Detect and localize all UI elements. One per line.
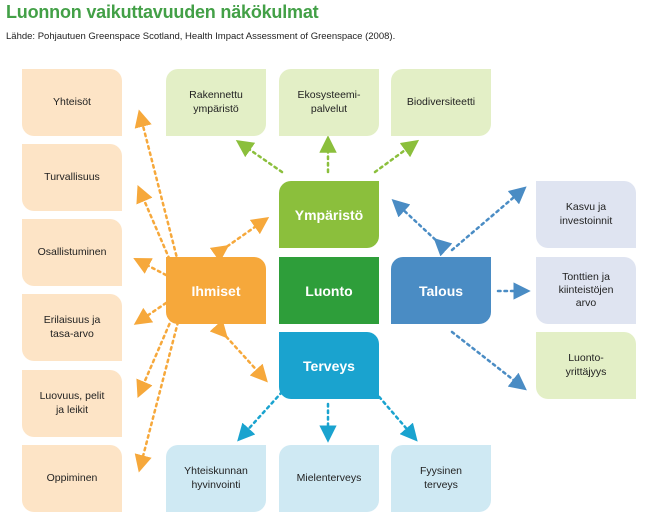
node-oppiminen: Oppiminen: [22, 445, 122, 512]
diagram-title: Luonnon vaikuttavuuden näkökulmat: [6, 2, 319, 22]
node-luontoyrittajyys: Luonto- yrittäjyys: [536, 332, 636, 399]
arrow-terveys-fyysinen: [373, 390, 418, 442]
node-osallistuminen: Osallistuminen: [22, 219, 122, 286]
arrow-ihmiset-osallistuminen: [133, 257, 168, 277]
arrow-ihmiset-erilaisuus: [133, 301, 168, 325]
arrow-terveys-yhteiskunnan: [237, 390, 284, 442]
node-turvallisuus: Turvallisuus: [22, 144, 122, 211]
arrow-ihmiset-turvallisuus: [136, 184, 174, 267]
arrow-talous-ymparisto: [391, 199, 453, 257]
node-tonttien-arvo: Tonttien ja kiinteistöjen arvo: [536, 257, 636, 324]
source-note: Lähde: Pohjautuen Greenspace Scotland, H…: [6, 31, 396, 42]
node-kasvu-investoinnit: Kasvu ja investoinnit: [536, 181, 636, 248]
arrow-ymparisto-rakennettu: [235, 140, 284, 174]
arrow-ihmiset-terveys: [209, 319, 268, 383]
node-rakennettu-ymparisto: Rakennettu ympäristö: [166, 69, 266, 136]
arrow-ihmiset-ymparisto: [209, 216, 270, 263]
node-ekosysteemipalvelut: Ekosysteemi- palvelut: [279, 69, 379, 136]
node-erilaisuus: Erilaisuus ja tasa-arvo: [22, 294, 122, 361]
node-yhteisot: Yhteisöt: [22, 69, 122, 136]
arrow-ihmiset-luovuus: [136, 316, 174, 399]
arrow-ihmiset-oppiminen: [134, 320, 180, 473]
node-luovuus: Luovuus, pelit ja leikit: [22, 370, 122, 437]
node-yhteiskunnan-hyvinvointi: Yhteiskunnan hyvinvointi: [166, 445, 266, 512]
node-ymparisto: Ympäristö: [279, 181, 379, 248]
node-talous: Talous: [391, 257, 491, 324]
arrow-talous-kasvu: [450, 186, 527, 252]
arrow-talous-luontoyrittajyys: [450, 330, 527, 391]
node-fyysinen-terveys: Fyysinen terveys: [391, 445, 491, 512]
arrow-ihmiset-yhteisot: [134, 109, 180, 264]
arrow-ymparisto-biodiversiteetti: [373, 139, 420, 174]
node-luonto: Luonto: [279, 257, 379, 324]
node-mielenterveys: Mielenterveys: [279, 445, 379, 512]
node-terveys: Terveys: [279, 332, 379, 399]
node-ihmiset: Ihmiset: [166, 257, 266, 324]
node-biodiversiteetti: Biodiversiteetti: [391, 69, 491, 136]
